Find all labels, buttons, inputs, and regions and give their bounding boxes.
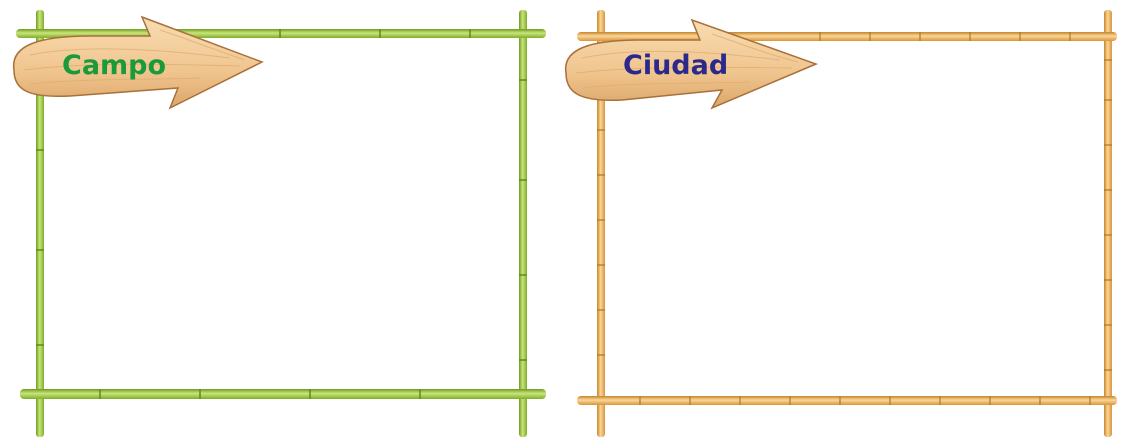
ciudad-label: Ciudad [623,50,729,81]
ciudad-left-pole [597,10,605,437]
campo-left-pole [36,10,44,437]
campo-bottom-pole [20,389,546,399]
campo-wooden-arrow-sign [12,15,264,110]
ciudad-wooden-arrow-sign [564,18,819,110]
campo-label: Campo [62,50,167,81]
ciudad-right-pole [1104,10,1112,437]
campo-right-pole [519,10,527,437]
ciudad-bottom-pole [577,396,1117,405]
